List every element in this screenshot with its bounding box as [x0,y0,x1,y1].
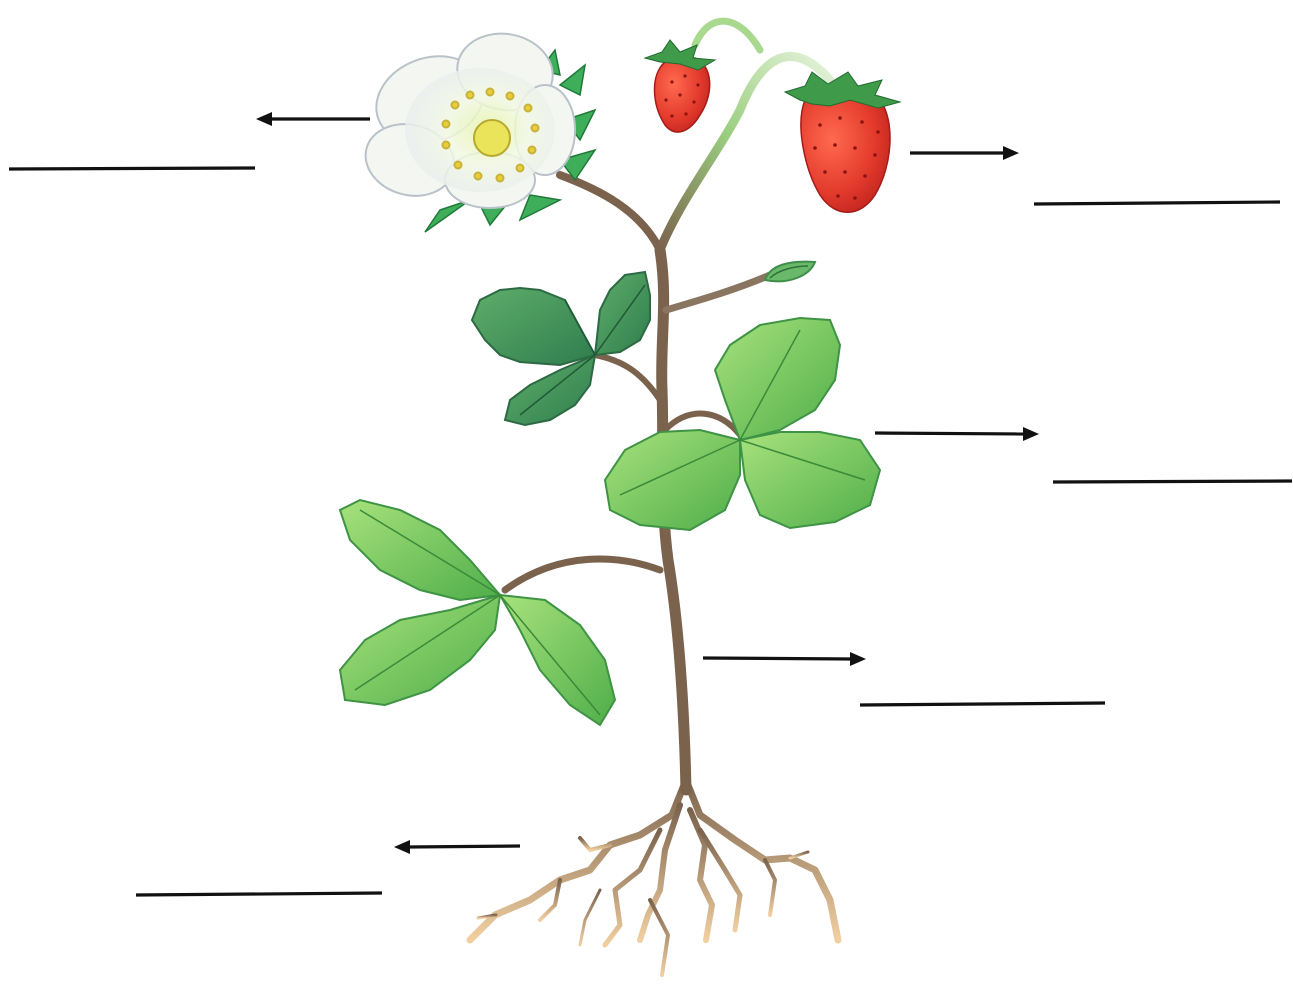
label-pointer-leaf [875,427,1039,441]
flower-bud [765,262,815,282]
leaf-lower-left [340,500,615,725]
label-pointer-root [394,840,520,854]
answer-blank-fruit[interactable] [1034,202,1280,204]
fruit-stalk-small [695,21,760,50]
answer-blank-flower[interactable] [9,168,255,169]
answer-blank-leaf[interactable] [1053,481,1292,482]
label-pointer-fruit [910,146,1019,160]
strawberry-small [645,40,715,132]
leaf-upper-left [472,272,650,425]
leaf-right [605,318,880,530]
flower [357,26,595,232]
answer-blank-stem[interactable] [860,703,1105,705]
label-pointer-flower [256,112,370,126]
label-pointer-stem [703,652,866,666]
strawberry-large [785,72,900,212]
answer-blank-root[interactable] [136,893,382,895]
root-system [470,780,838,975]
